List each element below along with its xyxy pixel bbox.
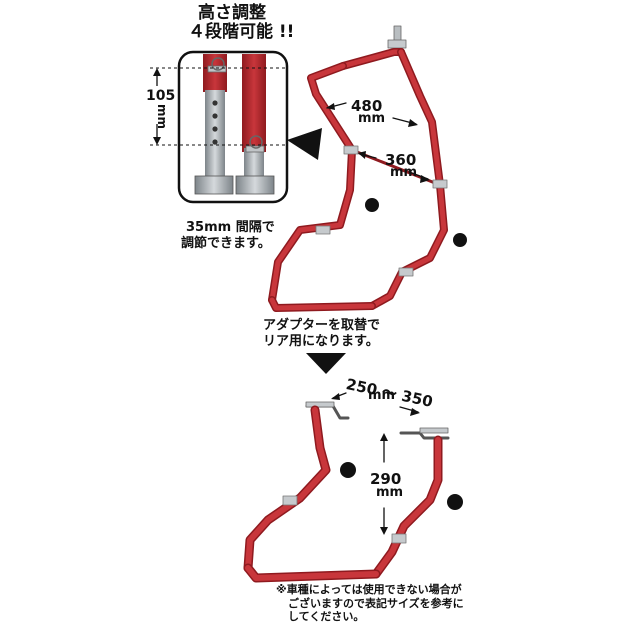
inset-height-unit: mm — [154, 104, 169, 130]
front-width-mid-unit: mm — [390, 165, 418, 180]
rear-height-unit: mm — [376, 485, 404, 500]
front-width-top-value: 480 — [351, 97, 383, 115]
inset-right-base — [235, 175, 275, 195]
footnote-line-3: してください。 — [288, 610, 365, 623]
footnote-line-1: ※車種によっては使用できない場合が — [276, 583, 462, 596]
inset-left-metal-tube — [205, 90, 225, 178]
height-adjust-inset — [150, 50, 289, 204]
adapter-note-line-2: リア用になります。 — [263, 334, 379, 349]
inset-right-red-tube — [242, 54, 266, 152]
front-width-mid-value: 360 — [385, 151, 417, 169]
down-arrow — [306, 353, 346, 374]
adjust-note-line-2: 調節できます。 — [181, 236, 271, 251]
front-stand — [268, 25, 467, 312]
inset-left-red-tube — [203, 54, 227, 92]
rear-stand — [243, 392, 463, 583]
front-width-top-unit: mm — [358, 111, 386, 126]
title-line-2: ４段階可能 !! — [188, 22, 295, 42]
inset-height-value: 105 — [146, 88, 176, 104]
rear-width-unit: mm — [368, 388, 396, 403]
footnote-line-2: ございますので表記サイズを参考に — [288, 597, 464, 610]
inset-left-base — [194, 175, 234, 195]
inset-right-metal-tube — [244, 148, 264, 176]
adapter-note-line-1: アダプターを取替で — [263, 318, 381, 333]
rear-height-value: 290 — [370, 470, 402, 488]
title-line-1: 高さ調整 — [198, 3, 266, 23]
pointer-triangle — [287, 128, 322, 160]
adjust-note-line-1: 35mm 間隔で — [186, 220, 275, 235]
